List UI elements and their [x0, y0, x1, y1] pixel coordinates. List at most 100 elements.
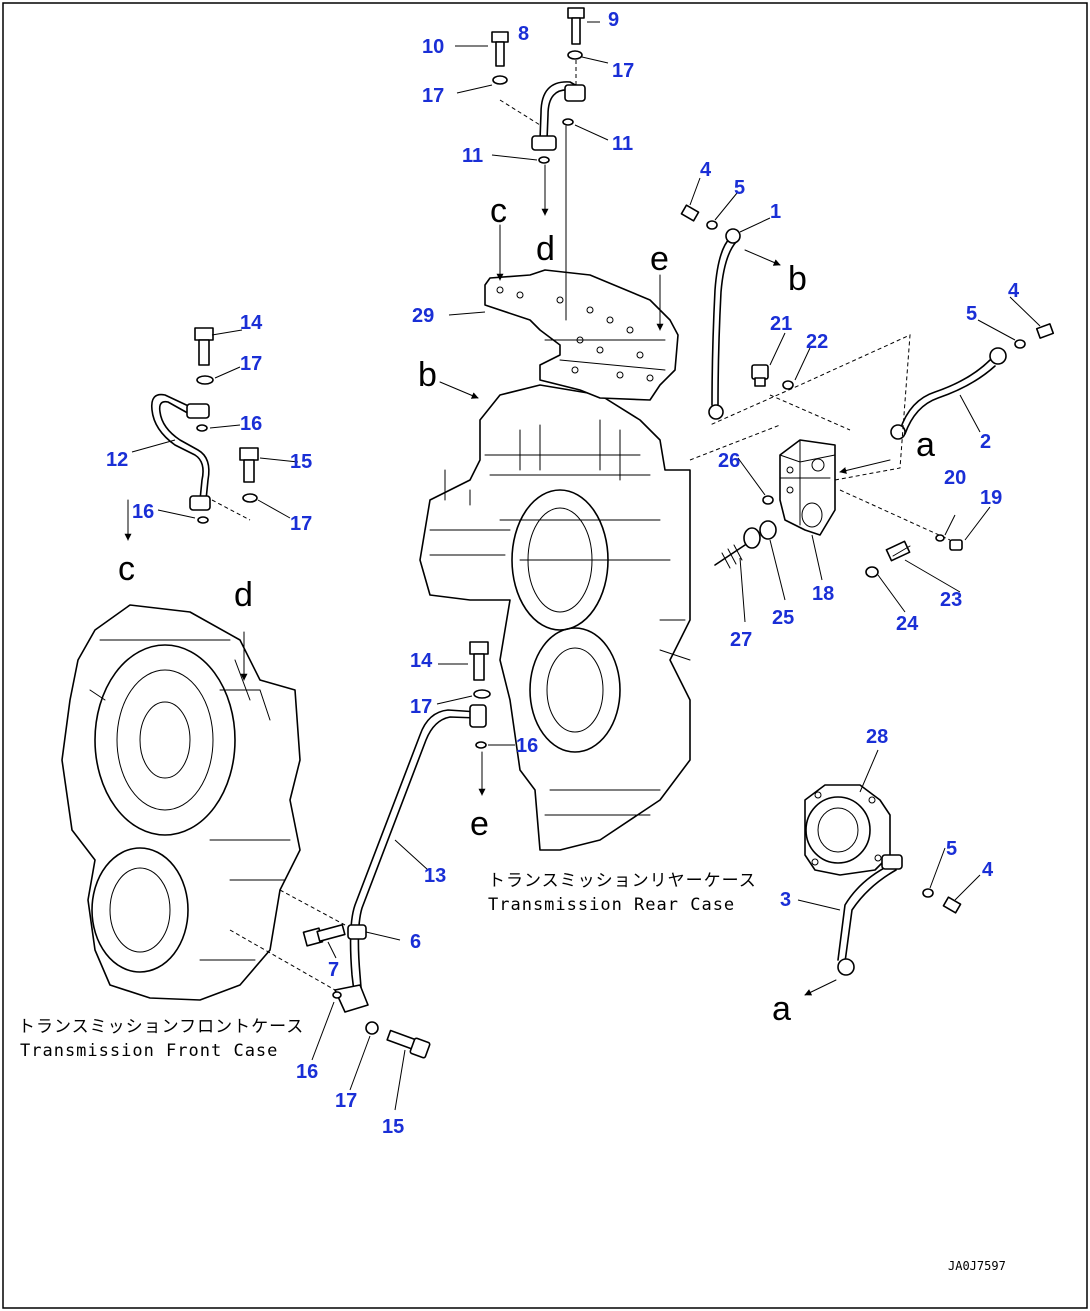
part-label-19: 19: [980, 487, 1002, 509]
pipe-1: [680, 204, 781, 420]
part-label-6: 6: [410, 931, 421, 953]
part-label-4: 4: [982, 859, 994, 881]
oring-26: [762, 495, 774, 505]
washer-5b: [1014, 339, 1026, 349]
pipe-13: [229, 631, 491, 1059]
part-label-27: 27: [730, 629, 752, 651]
oring-20: [935, 534, 945, 542]
washer-17a: [567, 50, 583, 60]
part-label-1: 1: [770, 201, 781, 223]
part-label-17: 17: [410, 696, 432, 718]
bolt-15b: [386, 1029, 431, 1059]
bolt-14b: [469, 641, 489, 655]
ref-label-b: b: [418, 356, 437, 394]
drawing-code: JA0J7597: [948, 1259, 1006, 1273]
part-label-7: 7: [328, 959, 339, 981]
part-label-16: 16: [296, 1061, 318, 1083]
part-label-5: 5: [734, 177, 745, 199]
flange-28: [804, 784, 891, 876]
sensor-27: [714, 527, 761, 569]
part-label-28: 28: [866, 726, 888, 748]
ref-label-e: e: [470, 805, 489, 843]
part-label-14: 14: [240, 312, 263, 334]
bolt-4a: [680, 204, 700, 222]
part-label-17: 17: [335, 1090, 357, 1112]
washer-5a: [706, 220, 718, 230]
bolt-19: [949, 539, 963, 551]
part-label-15: 15: [382, 1116, 404, 1138]
part-label-13: 13: [424, 865, 446, 887]
part-label-11: 11: [612, 133, 633, 155]
oring-25: [759, 520, 777, 540]
part-label-5: 5: [966, 303, 977, 325]
part-label-14: 14: [410, 650, 433, 672]
rear-case-caption-en: Transmission Rear Case: [488, 895, 735, 915]
bolt-23: [885, 540, 911, 562]
leader-lines: [131, 21, 1041, 1111]
part-label-17: 17: [290, 513, 312, 535]
ref-label-d: d: [536, 230, 555, 268]
plug-21: [751, 364, 769, 380]
pipe-2: [890, 323, 1055, 440]
ref-label-a: a: [916, 426, 935, 464]
part-label-3: 3: [780, 889, 791, 911]
oring-11b: [562, 118, 574, 126]
washer-17f: [365, 1021, 379, 1035]
washer-5c: [922, 888, 934, 898]
ref-label-d: d: [234, 576, 253, 614]
washer-17c: [196, 375, 214, 385]
ref-label-c: c: [490, 192, 507, 230]
part-label-12: 12: [106, 449, 128, 471]
transmission-front-case: [61, 604, 301, 1001]
part-label-24: 24: [896, 613, 919, 635]
part-label-25: 25: [772, 607, 794, 629]
part-label-16: 16: [240, 413, 262, 435]
part-label-15: 15: [290, 451, 312, 473]
oring-16b: [197, 516, 209, 524]
transmission-rear-case: [419, 384, 691, 851]
washer-17b: [492, 75, 508, 85]
pipe-8-assembly: [491, 7, 664, 331]
ref-label-e: e: [650, 240, 669, 278]
part-label-22: 22: [806, 331, 828, 353]
part-label-16: 16: [132, 501, 154, 523]
ref-label-b: b: [788, 260, 807, 298]
part-label-17: 17: [612, 60, 634, 82]
washer-17e: [473, 689, 491, 699]
valve-assembly-29: [484, 269, 679, 401]
washer-17d: [242, 493, 258, 503]
bolt-10: [491, 31, 509, 43]
front-case-caption-ja: トランスミッションフロントケース: [18, 1017, 304, 1037]
valve-ports: [496, 286, 654, 382]
washer-24: [865, 566, 879, 578]
part-label-23: 23: [940, 589, 962, 611]
pipe-3: [804, 854, 962, 996]
part-label-20: 20: [944, 467, 966, 489]
case-captions: トランスミッションリヤーケース Transmission Rear Case ト…: [18, 871, 1006, 1273]
part-label-9: 9: [608, 9, 619, 31]
valve-body-18: [689, 334, 963, 578]
part-label-11: 11: [462, 145, 483, 167]
part-label-17: 17: [240, 353, 262, 375]
part-label-8: 8: [518, 23, 529, 45]
part-label-29: 29: [412, 305, 434, 327]
oring-22: [782, 380, 794, 390]
part-label-26: 26: [718, 450, 740, 472]
bolt-15a: [239, 447, 259, 461]
part-label-4: 4: [1008, 280, 1020, 302]
ref-label-c: c: [118, 550, 135, 588]
fitting-6: [347, 924, 367, 940]
bolt-4c: [942, 896, 962, 914]
part-label-17: 17: [422, 85, 444, 107]
bolt-14a: [194, 327, 214, 341]
bolt-7: [302, 924, 346, 947]
part-label-21: 21: [770, 313, 792, 335]
bolt-4b: [1035, 323, 1055, 339]
oring-11a: [538, 156, 550, 164]
connection-reference-labels: a a b b c c d d e e: [118, 192, 935, 1028]
part-label-18: 18: [812, 583, 834, 605]
oring-16d: [332, 991, 342, 999]
ref-label-a: a: [772, 990, 791, 1028]
